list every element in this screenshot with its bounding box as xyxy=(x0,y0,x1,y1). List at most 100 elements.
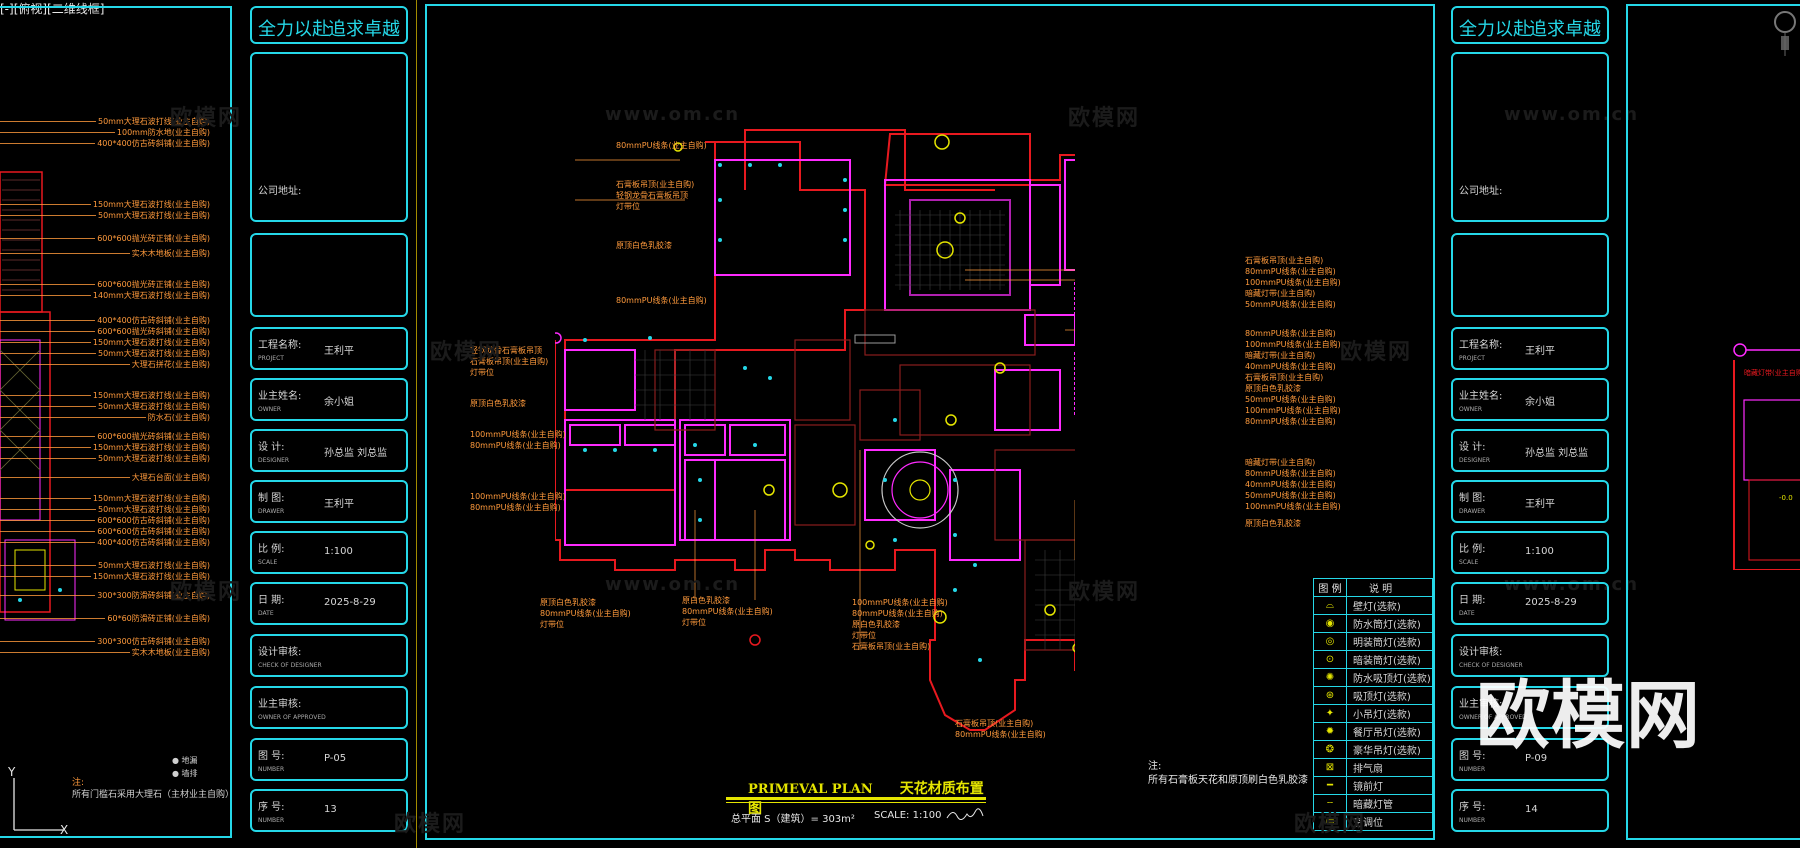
floor-note: 大理石拼花(业主自购) xyxy=(0,359,210,370)
slogan-left: 全力以赴 xyxy=(1459,19,1531,40)
plan-note: 80mmPU线条(业主自购) xyxy=(540,609,631,618)
legend-label: 暗藏灯管 xyxy=(1353,800,1393,811)
row-value: P-05 xyxy=(324,753,347,764)
plan-note: 80mmPU线条(业主自购) xyxy=(470,441,561,450)
plan-note: 原顶白色乳胶漆 xyxy=(1245,384,1301,393)
row-label: 日 期: xyxy=(258,595,285,606)
leader-line xyxy=(0,253,130,254)
plan-note: 轻钢龙骨石膏板吊顶 xyxy=(616,191,688,200)
plan-note: 80mmPU线条(业主自购) xyxy=(616,296,707,305)
row-sublabel: NUMBER xyxy=(1459,817,1486,824)
floor-note: 50mm大理石波打线(业主自购) xyxy=(0,504,210,515)
plan-note: 石膏板吊顶(业主自购) xyxy=(955,719,1034,728)
leader-line xyxy=(0,342,91,343)
row-value: 余小姐 xyxy=(324,397,354,408)
plan-note: 灯带位 xyxy=(540,620,564,629)
legend-label: 排气扇 xyxy=(1353,764,1383,775)
watermark: 欧模网 xyxy=(1340,340,1413,365)
floor-drain-legend: ● 地漏 xyxy=(172,756,198,765)
floor-note: 400*400仿古砖斜铺(业主自购) xyxy=(0,138,210,149)
floor-note: 防水石(业主自购) xyxy=(0,412,210,423)
floor-note-text: 600*600仿古砖斜铺(业主自购) xyxy=(97,516,210,525)
legend-label: 吸顶灯(选款) xyxy=(1353,692,1411,703)
watermark: 欧模网 xyxy=(1068,106,1141,131)
plan-note: 80mmPU线条(业主自购) xyxy=(1245,417,1336,426)
floor-note-text: 50mm大理石波打线(业主自购) xyxy=(97,454,210,463)
legend-label: 空调位 xyxy=(1353,818,1383,829)
legend-label: 防水吸顶灯(选款) xyxy=(1353,674,1431,685)
view-cube-icon[interactable] xyxy=(1771,8,1799,56)
legend-label: 明装筒灯(选款) xyxy=(1353,638,1421,649)
floor-note-text: 140mm大理石波打线(业主自购) xyxy=(92,291,210,300)
row-label: 比 例: xyxy=(1459,544,1486,555)
row-value: 王利平 xyxy=(1525,499,1555,510)
plan-note: 100mmPU线条(业主自购) xyxy=(470,430,566,439)
plan-note: 原白色乳胶漆 xyxy=(682,596,730,605)
right-sheet-frame xyxy=(1626,4,1800,840)
row-sublabel: PROJECT xyxy=(1459,355,1485,362)
leader-line xyxy=(0,295,91,296)
legend-row: ⊠排气扇 xyxy=(1314,759,1432,777)
leader-line xyxy=(0,353,96,354)
floor-note: 400*400仿古砖斜铺(业主自购) xyxy=(0,315,210,326)
row-sublabel: OWNER OF APPROVED xyxy=(1459,714,1527,721)
ac-vent-icon: ▭ xyxy=(1314,813,1347,830)
signature-icon xyxy=(946,808,984,820)
plan-note: 80mmPU线条(业主自购) xyxy=(1245,329,1336,338)
plan-note: 原顶白色乳胶漆 xyxy=(616,241,672,250)
row-label: 比 例: xyxy=(258,544,285,555)
floor-note: 600*600抛光砖斜铺(业主自购) xyxy=(0,431,210,442)
wall-drain-legend: ● 墙排 xyxy=(172,769,198,778)
row-sublabel: DATE xyxy=(1459,610,1475,617)
plan-note: 石膏板吊顶(业主自购) xyxy=(470,357,549,366)
ceiling-light-icon: ⊛ xyxy=(1314,687,1347,704)
wall-lamp-icon: ⌓ xyxy=(1314,597,1347,614)
row-sublabel: CHECK OF DESIGNER xyxy=(1459,662,1523,669)
floor-note-text: 大理石拼花(业主自购) xyxy=(131,360,210,369)
row-sublabel: PROJECT xyxy=(258,355,284,362)
plan-note: 50mmPU线条(业主自购) xyxy=(1245,300,1336,309)
plan-note: 100mmPU线条(业主自购) xyxy=(1245,502,1341,511)
leader-line xyxy=(0,143,96,144)
leader-line xyxy=(0,509,96,510)
floor-note: 100mm防水地(业主自购) xyxy=(0,127,210,138)
viewport-label[interactable]: [-][俯视][二维线框] xyxy=(0,2,105,16)
floor-note-text: 150mm大理石波打线(业主自购) xyxy=(92,572,210,581)
row-sublabel: DATE xyxy=(258,610,274,617)
floor-note: 600*600仿古砖斜铺(业主自购) xyxy=(0,526,210,537)
floor-note-text: 600*600抛光砖斜铺(业主自购) xyxy=(97,432,210,441)
row-value: 1:100 xyxy=(324,546,353,557)
floor-note-text: 150mm大理石波打线(业主自购) xyxy=(92,200,210,209)
row-label: 序 号: xyxy=(258,802,285,813)
floor-note-text: 50mm大理石波打线(业主自购) xyxy=(97,211,210,220)
row-value: 王利平 xyxy=(324,499,354,510)
floor-note-text: 50mm大理石波打线(业主自购) xyxy=(97,561,210,570)
row-value: 孙总监 刘总监 xyxy=(1525,448,1589,459)
row-value: 王利平 xyxy=(1525,346,1555,357)
row-sublabel: OWNER OF APPROVED xyxy=(258,714,326,721)
plan-title: PRIMEVAL PLAN 天花材质布置图 xyxy=(748,778,988,818)
plan-note: 原白色乳胶漆 xyxy=(852,620,900,629)
floor-note: 50mm大理石波打线(业主自购) xyxy=(0,210,210,221)
leader-line xyxy=(0,565,96,566)
chandelier-icon: ❂ xyxy=(1314,741,1347,758)
plan-notes-left: 80mmPU线条(业主自购) 石膏板吊顶(业主自购) 轻钢龙骨石膏板吊顶 灯带位… xyxy=(616,140,766,306)
slogan-left: 全力以赴 xyxy=(258,19,330,40)
row-value: 14 xyxy=(1525,804,1538,815)
row-sublabel: CHECK OF DESIGNER xyxy=(258,662,322,669)
floor-note-text: 600*600抛光砖正铺(业主自购) xyxy=(97,280,210,289)
row-value: 孙总监 刘总监 xyxy=(324,448,388,459)
left-sheet-frame xyxy=(0,6,232,838)
left-note-text: 所有门槛石采用大理石（主材业主自购） xyxy=(72,790,235,800)
plan-note: 暗藏灯带(业主自购) xyxy=(1245,289,1316,298)
plan-note: 100mmPU线条(业主自购) xyxy=(1245,278,1341,287)
title-row: 业主审核:OWNER OF APPROVED xyxy=(250,686,408,729)
watermark: www.om.cn xyxy=(1504,574,1640,595)
plan-note: 轻钢龙骨石膏板吊顶 xyxy=(470,346,542,355)
